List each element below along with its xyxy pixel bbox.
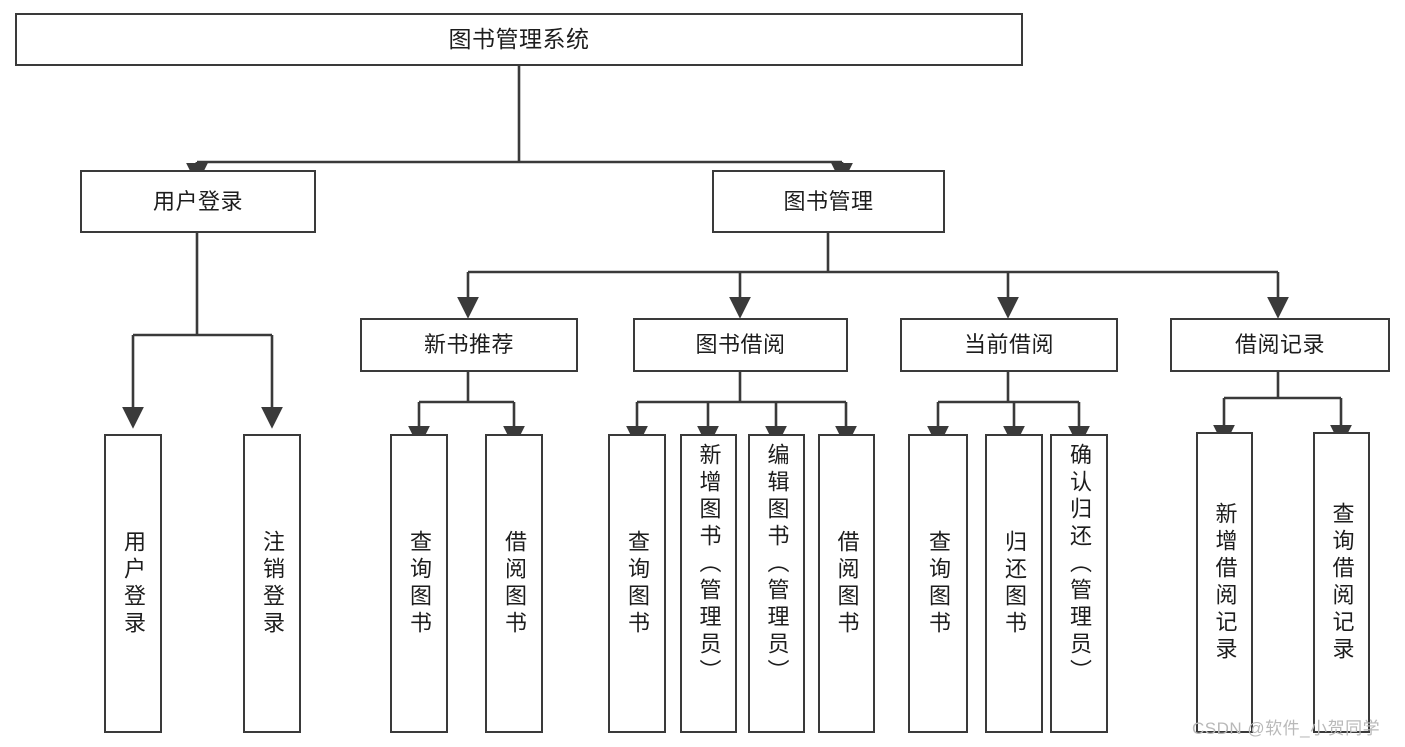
node-label: 查询图书 [926, 529, 951, 638]
node-new-book-recommendation[interactable]: 新书推荐 [360, 318, 578, 372]
leaf-user-login[interactable]: 用户登录 [104, 434, 162, 733]
node-book-management[interactable]: 图书管理 [712, 170, 945, 233]
node-borrowing-record[interactable]: 借阅记录 [1170, 318, 1390, 372]
leaf-query-book-current[interactable]: 查询图书 [908, 434, 968, 733]
watermark-text: CSDN @软件_小贺同学 [1192, 719, 1381, 738]
node-label: 确认归还（管理员） [1067, 443, 1092, 686]
leaf-query-borrow-record[interactable]: 查询借阅记录 [1313, 432, 1370, 733]
node-label: 图书管理 [783, 188, 874, 214]
leaf-add-borrow-record[interactable]: 新增借阅记录 [1196, 432, 1253, 733]
leaf-borrow-book-borrow[interactable]: 借阅图书 [818, 434, 875, 733]
node-label: 借阅记录 [1234, 332, 1325, 358]
node-label: 查询借阅记录 [1329, 501, 1355, 664]
node-label: 图书管理系统 [448, 26, 590, 53]
leaf-query-book-borrow[interactable]: 查询图书 [608, 434, 666, 733]
node-label: 借阅图书 [834, 529, 860, 638]
node-label: 查询图书 [407, 529, 432, 638]
node-label: 借阅图书 [502, 529, 527, 638]
leaf-edit-book-admin[interactable]: 编辑图书（管理员） [748, 434, 805, 733]
node-label: 新增借阅记录 [1212, 501, 1238, 664]
node-label: 查询图书 [625, 529, 650, 638]
node-label: 用户登录 [121, 529, 146, 638]
node-label: 当前借阅 [963, 332, 1054, 358]
node-book-management-system[interactable]: 图书管理系统 [15, 13, 1023, 66]
node-current-borrowing[interactable]: 当前借阅 [900, 318, 1118, 372]
node-label: 图书借阅 [695, 332, 786, 358]
leaf-query-book-new[interactable]: 查询图书 [390, 434, 448, 733]
node-label: 归还图书 [1002, 529, 1027, 638]
node-label: 用户登录 [152, 188, 243, 214]
node-label: 新书推荐 [423, 332, 514, 358]
node-book-borrowing[interactable]: 图书借阅 [633, 318, 848, 372]
leaf-add-book-admin[interactable]: 新增图书（管理员） [680, 434, 737, 733]
leaf-return-book[interactable]: 归还图书 [985, 434, 1043, 733]
leaf-logout[interactable]: 注销登录 [243, 434, 301, 733]
node-label: 新增图书（管理员） [696, 443, 722, 686]
leaf-confirm-return-admin[interactable]: 确认归还（管理员） [1050, 434, 1108, 733]
node-user-login[interactable]: 用户登录 [80, 170, 316, 233]
leaf-borrow-book-new[interactable]: 借阅图书 [485, 434, 543, 733]
node-label: 编辑图书（管理员） [764, 443, 790, 686]
node-label: 注销登录 [260, 529, 285, 638]
